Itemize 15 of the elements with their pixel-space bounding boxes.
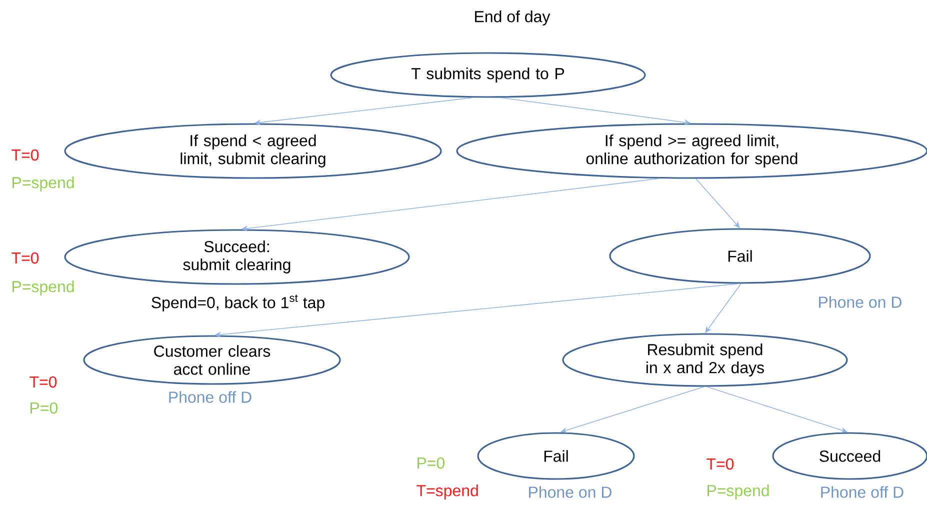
state-label: Phone on D [819,296,902,308]
state-label: Spend=0, back to 1$^{st}$ tap [152,294,324,312]
state-label: T=spend [416,484,478,500]
state-label: Phone on D [529,486,612,498]
state-label: P=spend [12,176,74,192]
state-label: P=spend [708,484,769,500]
state-label: T=0 [30,376,57,388]
title: End of day [475,10,550,26]
state-label: T=0 [706,458,734,470]
state-label: P=0 [30,402,58,414]
state-label: T=0 [12,252,39,264]
state-label: P=0 [418,457,444,469]
state-label: Phone off D [169,391,252,403]
state-label: Phone off D [821,486,904,498]
state-label: T=0 [12,149,39,161]
